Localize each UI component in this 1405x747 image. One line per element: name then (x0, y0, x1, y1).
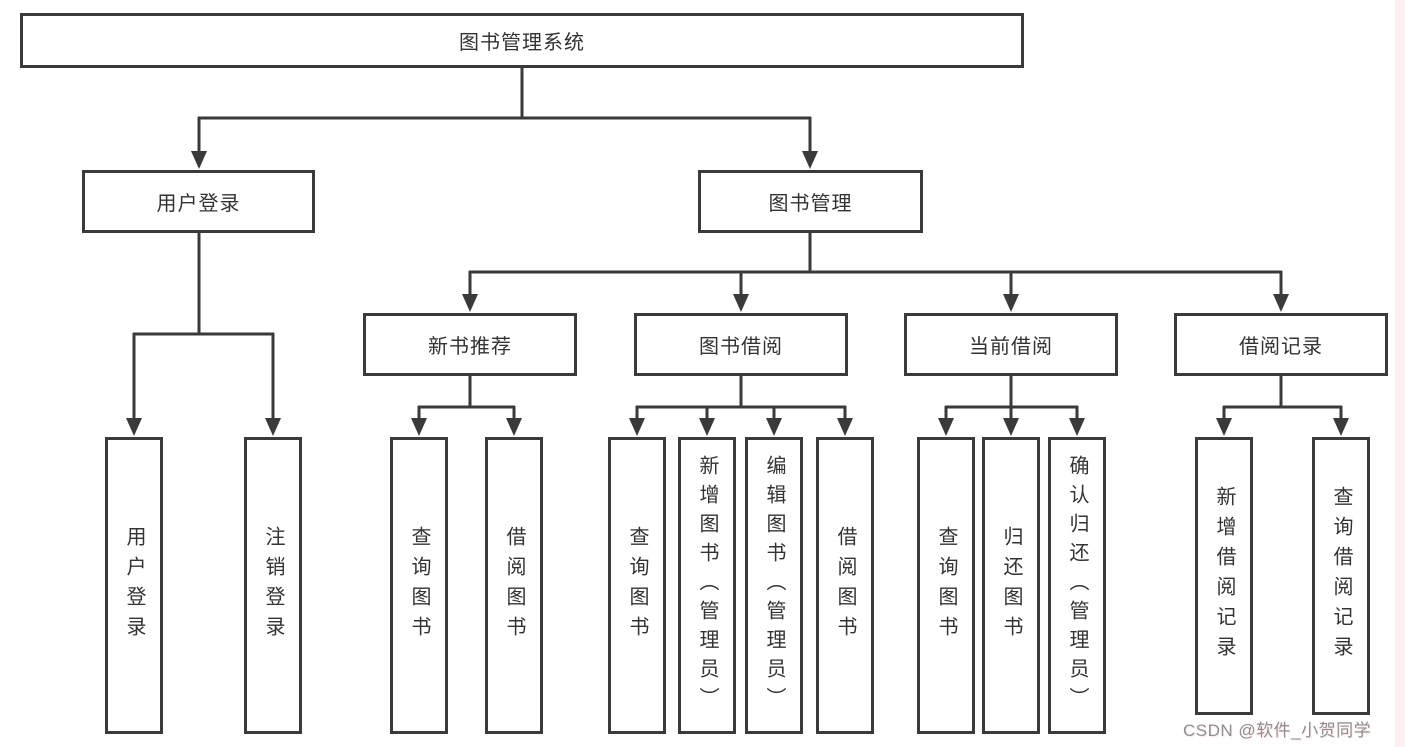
right-edge-strip (1395, 0, 1405, 747)
node-leaf-user-login: 用户登录 (105, 437, 163, 734)
node-label: 借阅图书 (834, 525, 856, 646)
node-leaf-nbr-borrow-book: 借阅图书 (485, 437, 543, 734)
node-leaf-cb-query-book: 查询图书 (917, 437, 975, 734)
node-label: 归还图书 (1000, 525, 1022, 646)
node-borrow-records: 借阅记录 (1174, 313, 1388, 376)
node-leaf-br-add-record: 新增借阅记录 (1195, 437, 1253, 715)
node-leaf-nbr-query-book: 查询图书 (390, 437, 448, 734)
node-label: 查询借阅记录 (1330, 486, 1352, 666)
node-label: 确认归还（管理员） (1066, 455, 1088, 716)
node-label: 查询图书 (408, 525, 430, 646)
node-current-borrow: 当前借阅 (904, 313, 1118, 376)
node-leaf-cb-return-book: 归还图书 (982, 437, 1040, 734)
node-label: 查询图书 (935, 525, 957, 646)
arrowheads (126, 151, 1349, 436)
node-root: 图书管理系统 (20, 13, 1024, 68)
node-label: 注销登录 (262, 525, 284, 646)
node-label: 借阅图书 (503, 525, 525, 646)
node-leaf-br-query-record: 查询借阅记录 (1312, 437, 1370, 715)
connector-lines (132, 68, 1343, 420)
node-leaf-bb-borrow-book: 借阅图书 (816, 437, 874, 734)
node-leaf-logout: 注销登录 (244, 437, 302, 734)
node-leaf-cb-confirm-return: 确认归还（管理员） (1048, 437, 1106, 734)
node-leaf-bb-query-book: 查询图书 (608, 437, 666, 734)
node-book-mgmt: 图书管理 (698, 170, 923, 233)
node-label: 用户登录 (123, 525, 145, 646)
node-leaf-bb-edit-book: 编辑图书（管理员） (745, 437, 803, 734)
csdn-watermark: CSDN @软件_小贺同学 (1183, 721, 1372, 740)
node-new-book-rec: 新书推荐 (363, 313, 577, 376)
node-book-borrow: 图书借阅 (634, 313, 848, 376)
node-label: 编辑图书（管理员） (763, 455, 785, 716)
node-leaf-bb-add-book: 新增图书（管理员） (678, 437, 736, 734)
node-label: 查询图书 (626, 525, 648, 646)
node-label: 新增借阅记录 (1213, 486, 1235, 666)
node-label: 新增图书（管理员） (696, 455, 718, 716)
node-user-login: 用户登录 (82, 170, 315, 233)
